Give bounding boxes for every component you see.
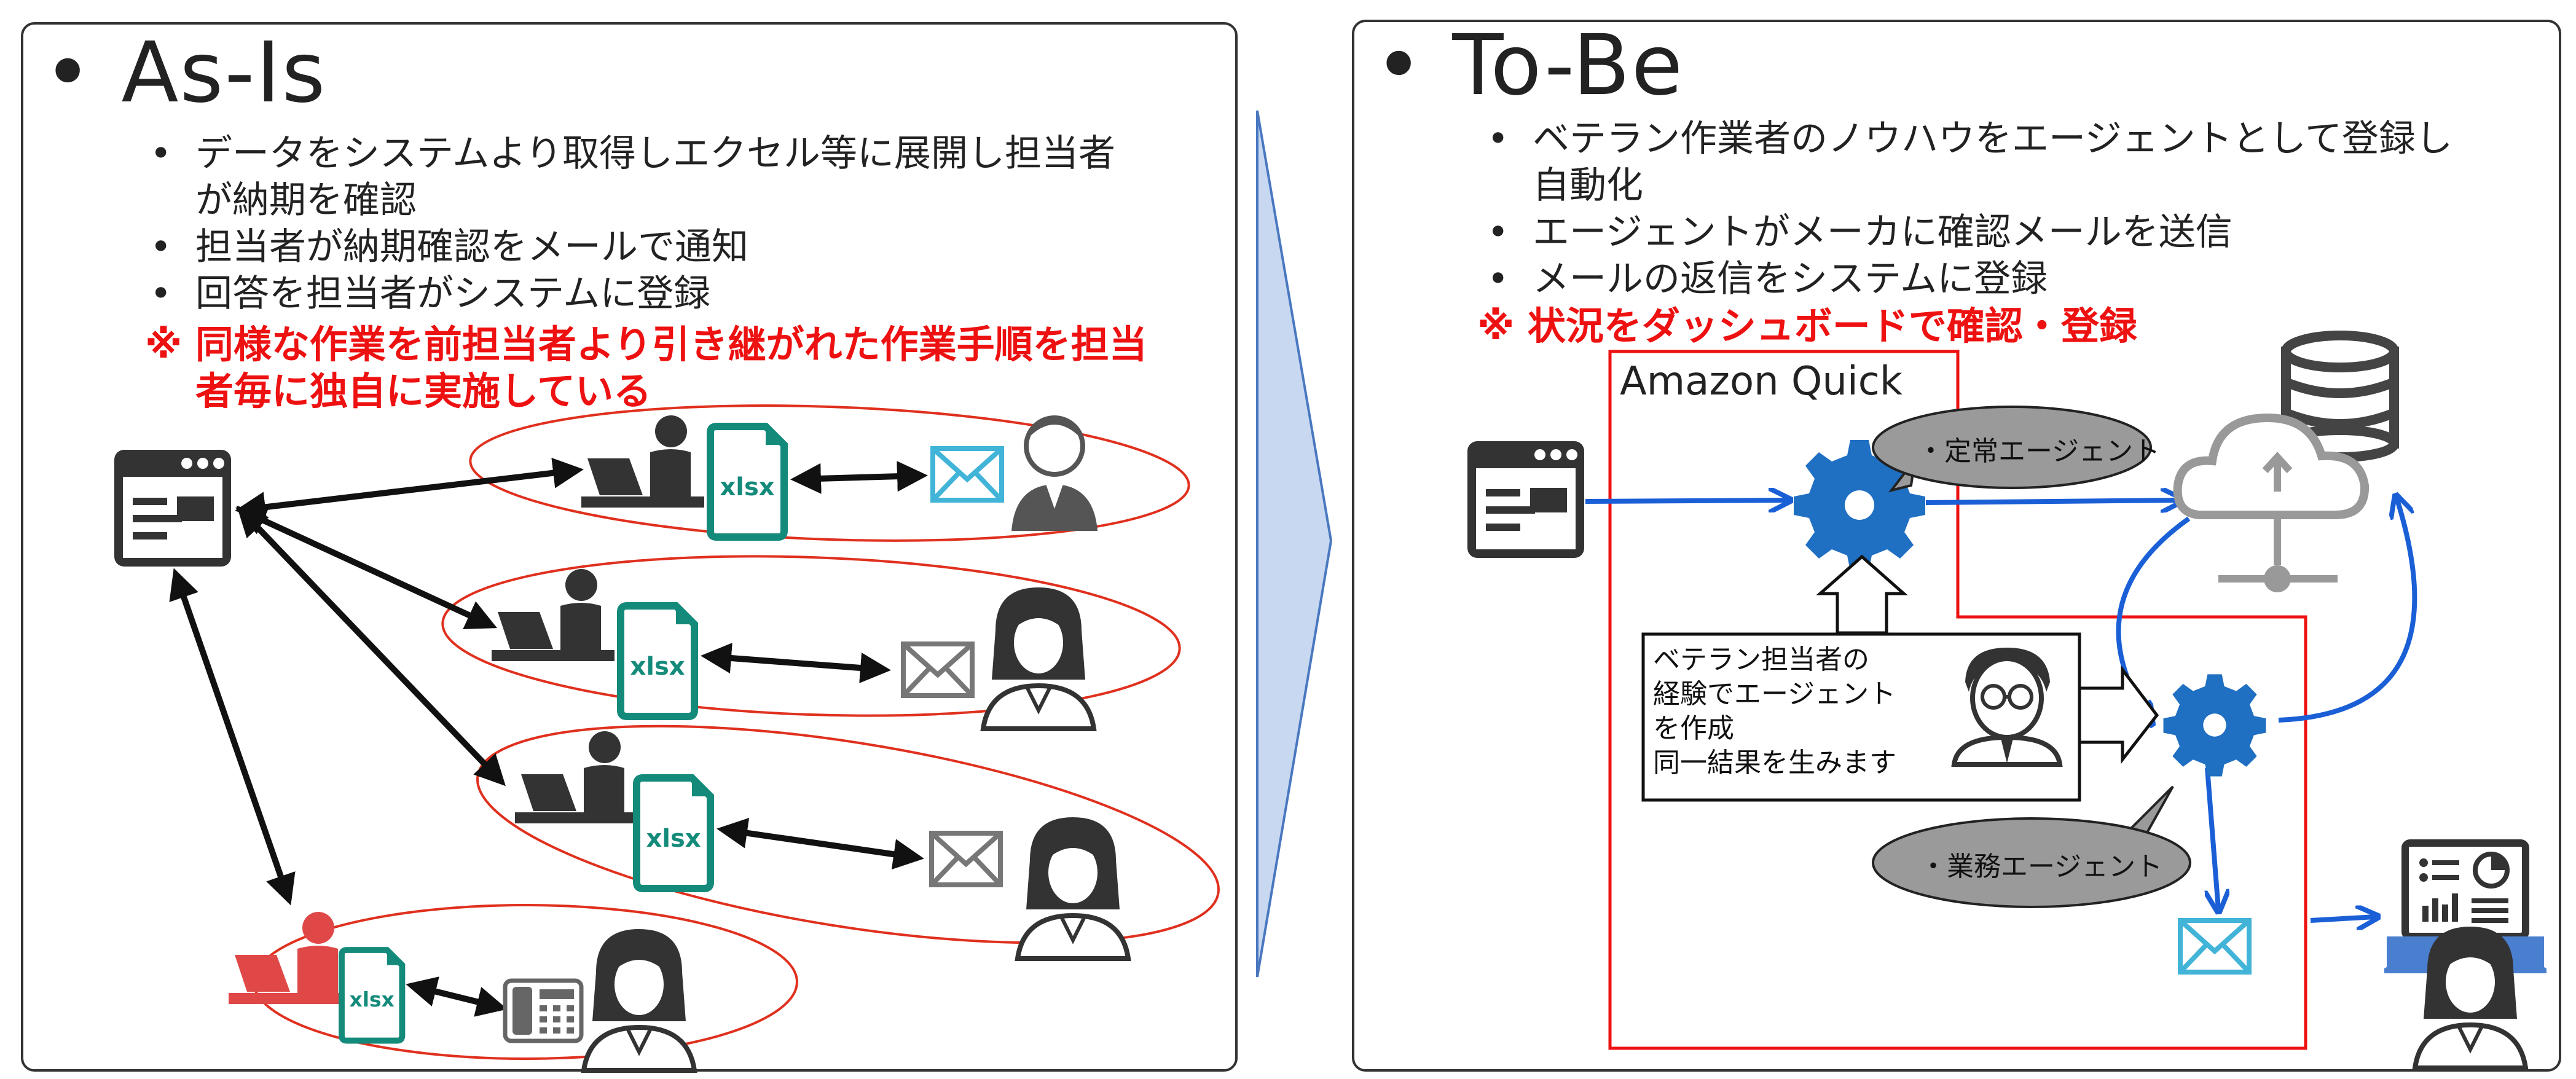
worker-laptop-icon bbox=[229, 912, 351, 1004]
bullet-dot: • bbox=[43, 25, 122, 122]
tobe-bullet-2: •エージェントがメーカに確認メールを送信 bbox=[1487, 211, 2232, 254]
veteran-text-line-3: を作成 bbox=[1653, 713, 1734, 744]
gear2-to-mail-arrow bbox=[2207, 767, 2218, 909]
asis-bullet-2: •担当者が納期確認をメールで通知 bbox=[150, 226, 748, 269]
asis-note-line1: ※ 同様な作業を前担当者より引き継がれた作業手順を担当 bbox=[145, 322, 1147, 367]
gear-to-cloud-arrow bbox=[1925, 500, 2180, 503]
asis-note-line2: 者毎に独自に実施している bbox=[195, 369, 652, 414]
veteran-person-icon bbox=[1951, 648, 2063, 767]
asis-file-mail-arrow-2 bbox=[701, 643, 891, 683]
bullet-dot: • bbox=[1374, 17, 1453, 114]
mail-icon bbox=[933, 449, 1002, 500]
person-icon bbox=[2415, 927, 2526, 1068]
worker-laptop-icon bbox=[492, 569, 615, 661]
asis-bullet-1-text: データをシステムより取得しエクセル等に展開し担当者 bbox=[195, 132, 1115, 175]
asis-bullet-1-cont: が納期を確認 bbox=[195, 177, 417, 224]
asis-arrow-1 bbox=[235, 457, 584, 523]
asis-arrow-4 bbox=[169, 568, 296, 906]
veteran-to-gear-arrow bbox=[1816, 554, 1908, 635]
asis-bullet-1-cont-text: が納期を確認 bbox=[195, 179, 417, 222]
person-icon bbox=[983, 587, 1094, 729]
asis-file-phone-arrow bbox=[406, 976, 508, 1017]
gear-icon bbox=[2163, 674, 2266, 777]
veteran-text-line-2: 経験でエージェント bbox=[1653, 678, 1896, 710]
browser-window-icon bbox=[1467, 441, 1584, 558]
asis-bullet-2-text: 担当者が納期確認をメールで通知 bbox=[195, 226, 748, 269]
mail-icon bbox=[2180, 920, 2249, 972]
veteran-to-gear2-arrow bbox=[2078, 665, 2159, 764]
asis-bullet-3-text: 回答を担当者がシステムに登録 bbox=[195, 272, 711, 315]
tobe-bullet-1: •ベテラン作業者のノウハウをエージェントとして登録し bbox=[1487, 117, 2452, 160]
tobe-title: • To-Be bbox=[1374, 17, 1684, 114]
tobe-note: ※ 状況をダッシュボードで確認・登録 bbox=[1477, 304, 2137, 348]
tobe-bullet-2-text: エージェントがメーカに確認メールを送信 bbox=[1533, 211, 2232, 254]
phone-icon bbox=[503, 978, 584, 1043]
worker-laptop-icon bbox=[581, 415, 704, 508]
gear2-to-cloud-arrow bbox=[2278, 498, 2417, 723]
tobe-bullet-1-cont-text: 自動化 bbox=[1533, 164, 1643, 207]
excel-file-icon bbox=[637, 778, 710, 889]
asis-file-mail-arrow-1 bbox=[790, 461, 928, 494]
mail-to-dashboard-arrow bbox=[2310, 917, 2376, 920]
excel-file-icon bbox=[342, 950, 402, 1041]
asis-title: • As-Is bbox=[43, 25, 326, 122]
asis-bullet-1: •データをシステムより取得しエクセル等に展開し担当者 bbox=[150, 132, 1115, 175]
veteran-text-line-1: ベテラン担当者の bbox=[1653, 644, 1869, 675]
veteran-text-line-4: 同一結果を生みます bbox=[1653, 747, 1896, 779]
person-icon bbox=[1018, 817, 1128, 959]
tobe-bullet-1-text: ベテラン作業者のノウハウをエージェントとして登録し bbox=[1533, 117, 2452, 160]
business-agent-bubble bbox=[1872, 785, 2191, 908]
person-icon bbox=[1011, 415, 1098, 531]
browser-to-gear-arrow bbox=[1585, 500, 1788, 501]
excel-file-icon bbox=[621, 606, 694, 716]
tobe-title-text: To-Be bbox=[1452, 17, 1684, 114]
tobe-bullet-3-text: メールの返信をシステムに登録 bbox=[1533, 257, 2048, 300]
regular-agent-bubble bbox=[1872, 406, 2152, 493]
excel-file-icon bbox=[710, 426, 784, 537]
veteran-box-text: ベテラン担当者の 経験でエージェント を作成 同一結果を生みます bbox=[1653, 643, 1896, 780]
cloud-upload-icon bbox=[2173, 413, 2370, 592]
asis-arrow-2 bbox=[235, 506, 498, 629]
mail-icon bbox=[903, 644, 972, 696]
tobe-bullet-1-cont: 自動化 bbox=[1533, 162, 1643, 209]
amazon-quick-boundary bbox=[1608, 350, 2307, 1050]
browser-window-icon bbox=[114, 450, 231, 567]
business-agent-label: ・業務エージェント bbox=[1920, 851, 2163, 882]
asis-file-mail-arrow-3 bbox=[717, 817, 924, 870]
regular-agent-label: ・定常エージェント bbox=[1917, 436, 2161, 467]
amazon-quick-label: Amazon Quick bbox=[1620, 359, 1903, 404]
asis-arrow-3 bbox=[237, 505, 506, 787]
worker-laptop-icon bbox=[515, 731, 638, 823]
tobe-bullet-3: •メールの返信をシステムに登録 bbox=[1487, 257, 2048, 300]
database-icon bbox=[2281, 331, 2399, 462]
asis-bullet-3: •回答を担当者がシステムに登録 bbox=[150, 272, 711, 315]
asis-title-text: As-Is bbox=[121, 25, 327, 122]
person-icon bbox=[584, 929, 694, 1070]
mail-icon bbox=[932, 833, 1000, 885]
